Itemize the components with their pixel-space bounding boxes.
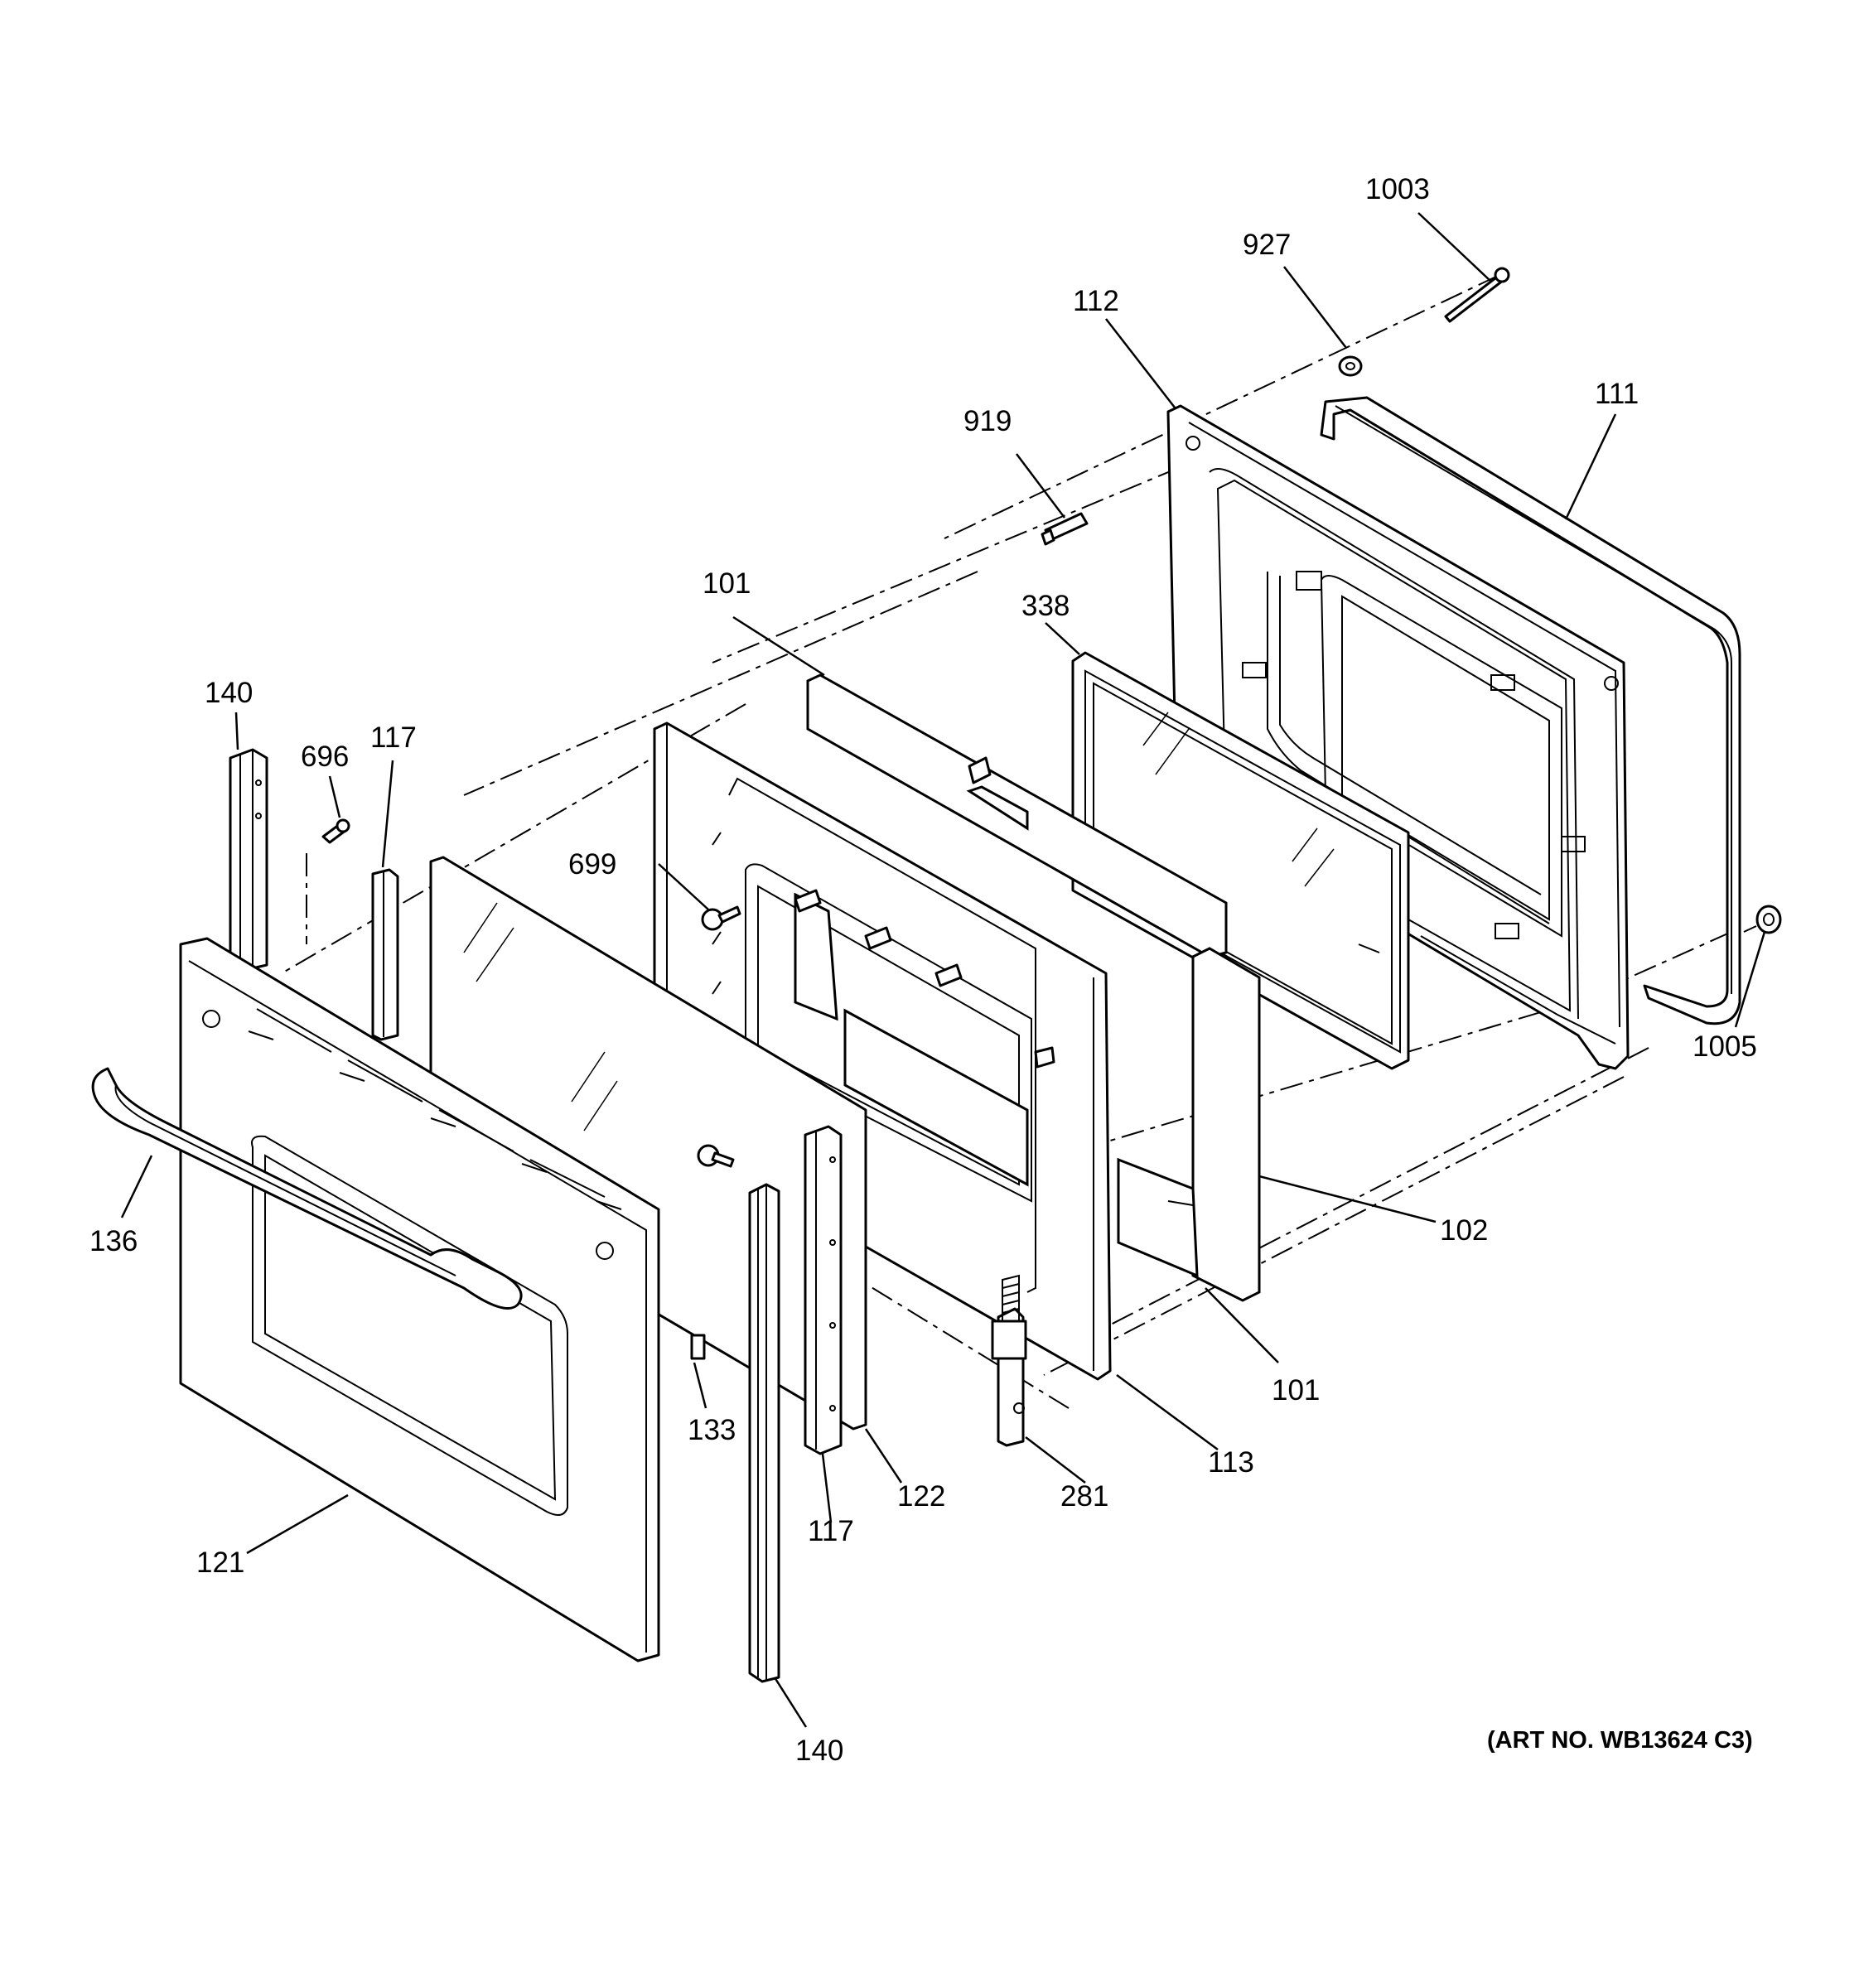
callout-136: 136 (89, 1225, 138, 1257)
part-281-hinge (991, 1274, 1027, 1447)
art-number: (ART NO. WB13624 C3) (1487, 1727, 1753, 1754)
part-699-screw (697, 905, 741, 1168)
callout-1005: 1005 (1693, 1030, 1757, 1063)
callout-117-lower: 117 (808, 1515, 854, 1547)
part-1003-screw (1444, 267, 1510, 323)
callout-338: 338 (1021, 590, 1070, 622)
callout-133: 133 (688, 1414, 736, 1446)
part-101-insulation-lower (1117, 947, 1261, 1302)
part-919-stud (1041, 512, 1089, 546)
callout-111: 111 (1595, 378, 1639, 410)
callout-696: 696 (301, 741, 349, 773)
part-101-insulation-upper (806, 673, 1228, 958)
part-117-channel-upper (371, 868, 399, 1041)
callout-140-lower: 140 (795, 1735, 843, 1767)
callout-113: 113 (1208, 1446, 1254, 1479)
part-136-handle (91, 1067, 523, 1310)
callout-112: 112 (1073, 285, 1119, 317)
callout-122: 122 (897, 1480, 945, 1513)
callout-919: 919 (963, 405, 1012, 437)
part-140-channel-upper (229, 748, 268, 971)
callout-699: 699 (568, 848, 616, 881)
part-696-screw (321, 818, 350, 844)
part-1005-bumper (1743, 905, 1782, 934)
callout-1003: 1003 (1365, 173, 1430, 205)
callout-labels: 1003 927 112 111 919 101 338 140 696 117… (89, 173, 1757, 1767)
callout-140-upper: 140 (205, 677, 253, 709)
callout-101-lower: 101 (1272, 1374, 1320, 1407)
callout-102: 102 (1440, 1214, 1488, 1247)
part-133-clip (690, 1334, 706, 1360)
part-140-channel-lower (748, 1183, 780, 1683)
part-113-inner-door (653, 721, 1112, 1381)
callout-281: 281 (1060, 1480, 1108, 1513)
callout-121: 121 (196, 1546, 244, 1579)
callout-927: 927 (1243, 229, 1291, 261)
part-927-washer (1338, 355, 1363, 377)
callout-101-upper: 101 (703, 567, 751, 600)
part-338-inner-window (1071, 651, 1410, 1070)
leader-lines (120, 212, 1766, 1728)
callout-117-upper: 117 (370, 721, 417, 754)
part-117-channel-lower (804, 1125, 843, 1455)
